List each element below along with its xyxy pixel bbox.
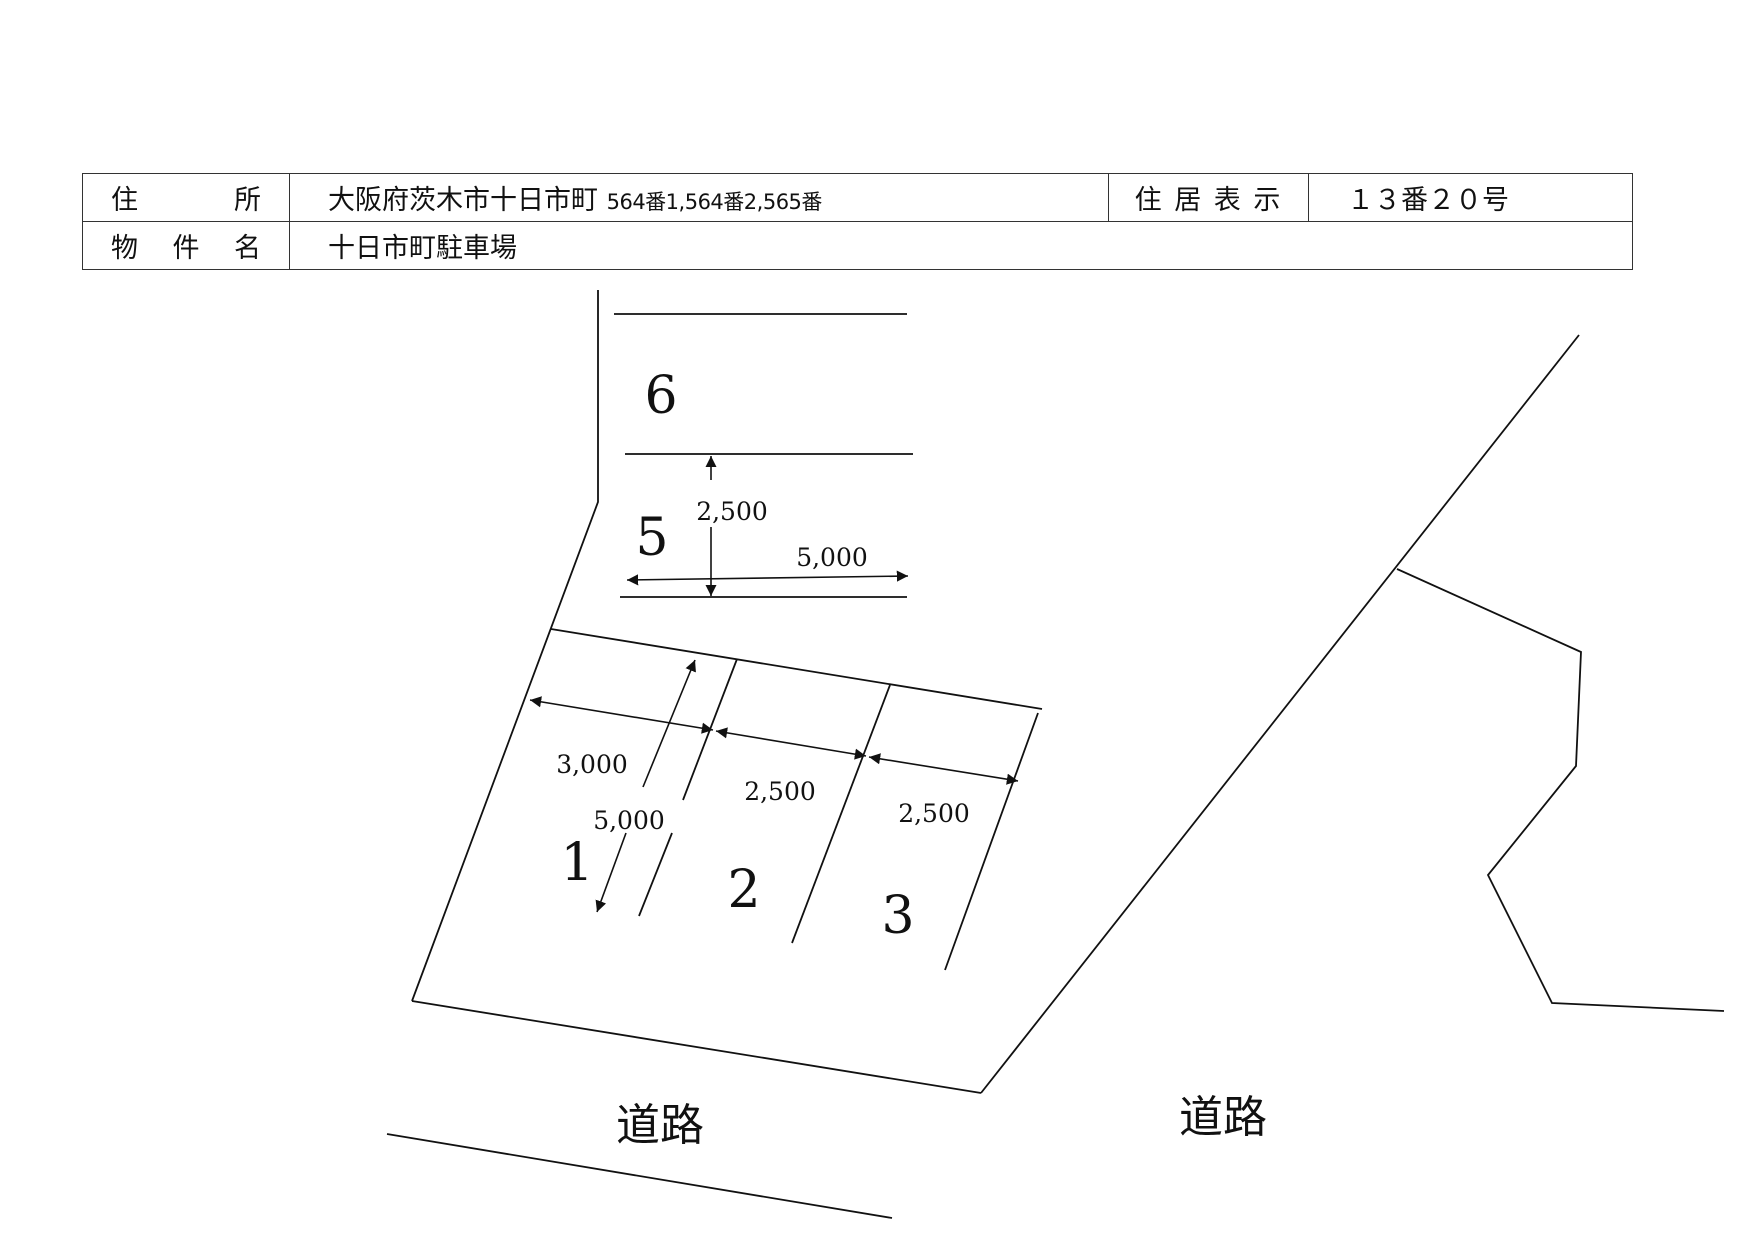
property-label-char: 名: [234, 233, 261, 264]
property-value: 十日市町駐車場: [328, 233, 517, 264]
residence-label-cell: 住 居 表 示: [1108, 173, 1309, 222]
residence-value: １３番２０号: [1347, 185, 1509, 216]
site-boundary-lines: [386, 290, 1725, 1219]
road-label-right: 道路: [1179, 1092, 1267, 1143]
property-row: 物 件 名 十日市町駐車場: [82, 221, 1633, 270]
stall5-length-label: 5,000: [796, 543, 868, 572]
dimension-labels: 2,500 5,000 3,000 5,000 2,500 2,500: [556, 497, 970, 835]
stall1-length-arrow-down: [595, 832, 627, 913]
stall3-width-arrow: [868, 753, 1019, 785]
lot-bottom-edge: [411, 1000, 982, 1094]
dimension-arrows: [529, 456, 1019, 913]
address-value-prefix: 大阪府茨木市十日市町: [328, 185, 598, 216]
stall1-2-divider-lower: [638, 832, 673, 917]
stall3-right-edge: [944, 712, 1039, 971]
stall1-width-arrow: [529, 696, 714, 734]
left-boundary-line: [411, 290, 599, 1002]
stall1-width-label: 3,000: [556, 750, 628, 779]
stall2-width-label: 2,500: [744, 777, 816, 806]
stall5-width-label: 2,500: [696, 497, 768, 526]
lot-top-edge: [550, 628, 1043, 710]
stall5-length-arrow: [626, 570, 909, 586]
stall-number-2: 2: [727, 860, 760, 920]
road-label-left: 道路: [616, 1100, 704, 1151]
property-label-char: 件: [172, 233, 200, 264]
stall-number-5: 5: [635, 508, 668, 568]
property-label-cell: 物 件 名: [82, 221, 290, 270]
property-value-cell: 十日市町駐車場: [289, 221, 1633, 270]
stall-number-6: 6: [644, 366, 677, 426]
stall-numbers: 6 5 1 2 3: [560, 366, 914, 946]
address-lot-numbers: 564番1,564番2,565番: [606, 190, 823, 214]
address-label-cell: 住 所: [82, 173, 290, 222]
address-label-char: 所: [234, 185, 261, 216]
stall2-width-arrow: [715, 727, 867, 760]
road-labels: 道路 道路: [616, 1092, 1267, 1151]
property-info-table: 住 所 大阪府茨木市十日市町 564番1,564番2,565番 住 居 表 示 …: [82, 173, 1633, 270]
road-lower-edge: [386, 1133, 893, 1219]
property-label-char: 物: [111, 233, 138, 264]
stall-number-3: 3: [881, 886, 914, 946]
stall-number-1: 1: [560, 833, 593, 893]
residence-label: 住 居 表 示: [1134, 185, 1283, 216]
stall1-length-label: 5,000: [593, 806, 665, 835]
stall3-width-label: 2,500: [898, 799, 970, 828]
stall2-3-divider: [791, 684, 891, 944]
road-diagonal-line: [980, 334, 1580, 1094]
neighbor-boundary-line: [1396, 568, 1725, 1012]
stall1-length-arrow-up: [642, 659, 696, 788]
address-label-char: 住: [111, 185, 138, 216]
